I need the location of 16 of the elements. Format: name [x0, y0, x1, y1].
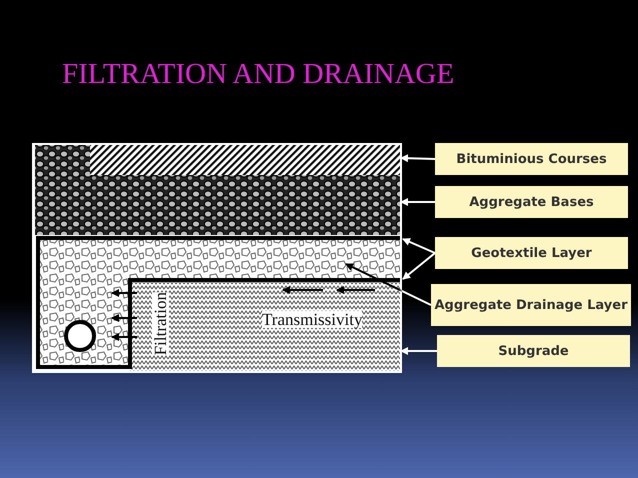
stone-base-layer — [35, 145, 400, 235]
flow-label: Transmissivity — [262, 311, 362, 328]
flow-label: Filtration — [152, 292, 169, 356]
layer-label: Aggregate Bases — [435, 186, 628, 218]
leader-arrow — [400, 154, 436, 162]
slide-title: FILTRATION AND DRAINAGE — [62, 58, 454, 91]
asphalt-layer — [90, 145, 400, 175]
leader-arrow — [345, 263, 432, 306]
leader-arrow — [402, 252, 436, 280]
layer-label: Aggregate Drainage Layer — [431, 284, 631, 326]
leader-arrow — [400, 198, 435, 206]
leader-arrow — [400, 347, 437, 355]
layer-label: Geotextile Layer — [435, 237, 628, 269]
layer-label: Subgrade — [437, 335, 630, 367]
layer-label: Bituminious Courses — [435, 143, 628, 175]
leader-arrow — [402, 238, 436, 254]
